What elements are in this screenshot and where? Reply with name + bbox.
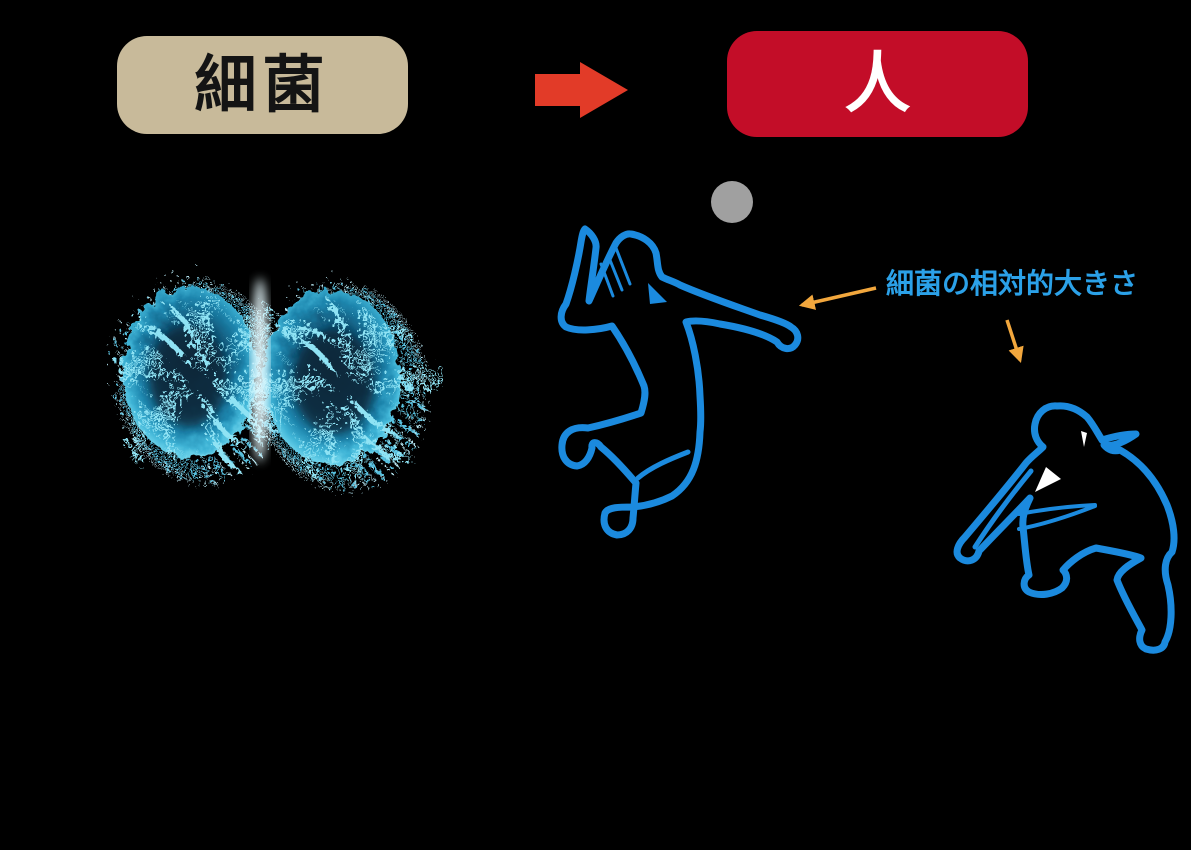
spiker-hair-hatching [599, 246, 691, 481]
volleyball-spiker-silhouette [557, 225, 802, 539]
relative-size-caption: 細菌の相対的大きさ [886, 267, 1139, 300]
volleyball-digger-silhouette [953, 402, 1178, 654]
transform-right-arrow-icon [535, 62, 628, 118]
bacteria-label-card: 細菌 [117, 36, 408, 134]
digger-limb-lines [972, 468, 1097, 550]
annotation-pointer-arrows [798, 286, 1024, 363]
volleyball-ball-icon [711, 181, 753, 223]
bacteria-label-text: 細菌 [194, 48, 331, 121]
spiker-neck-shadow [648, 283, 667, 304]
human-label-card: 人 [727, 31, 1028, 137]
arrow-pointing-down-icon [1005, 319, 1024, 363]
arrow-pointing-left-icon [798, 286, 877, 310]
cell-division-glow [251, 278, 269, 462]
diplococcus-bacteria-icon [107, 232, 443, 504]
human-label-text: 人 [844, 45, 911, 122]
digger-highlight-slivers [1035, 431, 1087, 492]
